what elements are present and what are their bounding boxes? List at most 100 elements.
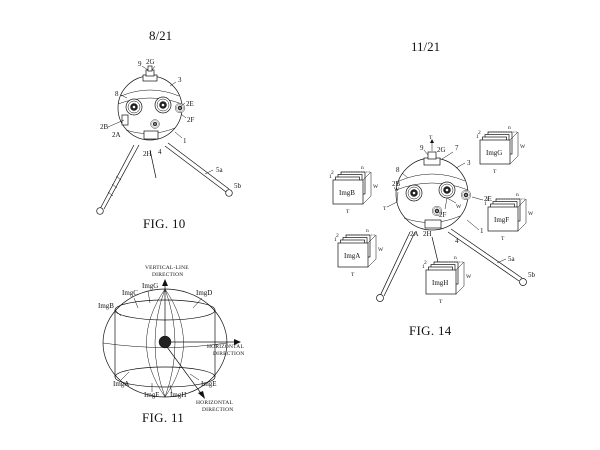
- svg-text:1: 1: [334, 237, 337, 243]
- fig14-label-2E: 2E: [484, 195, 492, 203]
- lens-icon: [438, 181, 456, 199]
- lens-icon: [150, 119, 160, 129]
- svg-text:2: 2: [336, 233, 339, 239]
- fig10-label-8: 8: [115, 90, 119, 98]
- fig14-label-5a: 5a: [508, 255, 516, 263]
- axis-W-left: W: [394, 187, 400, 193]
- svg-text:ImgH: ImgH: [432, 279, 448, 287]
- fig11-img-F: ImgF: [144, 391, 159, 399]
- svg-text:1: 1: [422, 264, 425, 270]
- fig10-label-5a: 5a: [216, 166, 224, 174]
- fig10-label-9: 9: [138, 60, 142, 68]
- sphere-center: [158, 335, 172, 349]
- svg-text:ImgB: ImgB: [339, 189, 355, 197]
- fig11-img-B: ImgB: [98, 302, 114, 310]
- image-stack-G: ImgG n 2 1 W T: [476, 125, 526, 175]
- fig14-camera-drawing: T T W W 9 2G 7 3 8 2B 2E 2F 2A 2H 1 4 5a…: [329, 125, 536, 305]
- fig11-img-H: ImgH: [170, 391, 186, 399]
- svg-text:2: 2: [478, 130, 481, 136]
- fig14-label-2B: 2B: [392, 180, 401, 188]
- fig10-label-2B: 2B: [100, 123, 109, 131]
- svg-text:2: 2: [331, 170, 334, 176]
- leg-foot-right: [225, 189, 233, 197]
- svg-text:W: W: [528, 211, 534, 217]
- svg-text:T: T: [439, 299, 443, 305]
- horizontal-direction-label-2: DIRECTION: [213, 351, 244, 357]
- svg-text:W: W: [466, 274, 472, 280]
- horizontal-direction-b-label-2: DIRECTION: [202, 407, 233, 413]
- fig14-caption: FIG. 14: [409, 323, 452, 338]
- fig11-img-A: ImgA: [113, 380, 129, 388]
- svg-text:T: T: [351, 272, 355, 278]
- depth-axis-arrow: [166, 346, 204, 397]
- fig11-sphere-diagram: VERTICAL-LINE DIRECTION HORIZONTAL DIREC…: [98, 265, 244, 413]
- svg-text:W: W: [520, 144, 526, 150]
- axis-T-left: T: [383, 206, 387, 212]
- fig14-label-3: 3: [467, 159, 471, 167]
- svg-text:ImgG: ImgG: [486, 149, 502, 157]
- leg-foot-left: [96, 207, 104, 215]
- svg-text:2: 2: [424, 260, 427, 266]
- svg-text:1: 1: [484, 201, 487, 207]
- horizontal-direction-label-1: HORIZONTAL: [207, 344, 244, 350]
- fig14-label-2G: 2G: [437, 146, 446, 154]
- fig14-label-1: 1: [480, 227, 484, 235]
- lens-icon: [405, 184, 423, 202]
- fig10-label-2A: 2A: [112, 131, 121, 139]
- image-stack-B: ImgB n 2 1 W T: [329, 165, 379, 215]
- svg-text:n: n: [454, 255, 457, 261]
- fig11-img-E: ImgE: [201, 380, 217, 388]
- fig10-label-2G: 2G: [146, 58, 155, 66]
- axis-W-front: W: [456, 204, 462, 210]
- fig11-img-G: ImgG: [142, 282, 158, 290]
- fig10-label-2E: 2E: [186, 100, 194, 108]
- fig14-label-4: 4: [455, 237, 459, 245]
- leg-foot-right: [519, 278, 527, 286]
- fig10-label-3: 3: [178, 76, 182, 84]
- page-number-left: 8/21: [149, 28, 173, 43]
- svg-text:1: 1: [329, 174, 332, 180]
- svg-text:n: n: [361, 165, 364, 171]
- lens-icon: [154, 96, 172, 114]
- page-number-right: 11/21: [411, 39, 441, 54]
- svg-text:T: T: [493, 169, 497, 175]
- image-stack-H: ImgH n 2 1 W T: [422, 255, 472, 305]
- image-stack-F: ImgF n 2 1 W T: [484, 192, 534, 242]
- axis-T-top: T: [429, 135, 433, 141]
- svg-text:ImgA: ImgA: [344, 252, 360, 260]
- svg-text:T: T: [501, 236, 505, 242]
- svg-text:1: 1: [476, 134, 479, 140]
- fig11-img-C: ImgC: [122, 289, 138, 297]
- fig10-label-1: 1: [183, 137, 187, 145]
- svg-text:n: n: [516, 192, 519, 198]
- svg-text:W: W: [373, 184, 379, 190]
- fig14-label-7: 7: [455, 144, 459, 152]
- lens-icon: [174, 102, 186, 114]
- fig10-label-2F: 2F: [187, 116, 195, 124]
- leg-foot-left: [376, 294, 384, 302]
- fig11-img-D: ImgD: [196, 289, 212, 297]
- fig10-label-5b: 5b: [234, 182, 242, 190]
- fig14-label-2H: 2H: [423, 230, 432, 238]
- svg-text:n: n: [508, 125, 511, 131]
- fig14-label-2A: 2A: [410, 230, 419, 238]
- vertical-direction-label-2: DIRECTION: [152, 272, 183, 278]
- lens-icon: [125, 98, 143, 116]
- fig10-label-4: 4: [158, 148, 162, 156]
- svg-text:2: 2: [486, 197, 489, 203]
- svg-text:n: n: [366, 228, 369, 234]
- lens-icon: [460, 189, 472, 201]
- horizontal-direction-b-label-1: HORIZONTAL: [196, 400, 233, 406]
- fig10-camera-drawing: 9 2G 3 8 2E 2F 2B 2A 1 2H 4 5a 5b: [96, 58, 242, 215]
- fig14-label-5b: 5b: [528, 271, 536, 279]
- svg-text:ImgF: ImgF: [494, 216, 509, 224]
- fig14-label-2F: 2F: [439, 211, 447, 219]
- fig10-label-2H: 2H: [143, 150, 152, 158]
- fig11-caption: FIG. 11: [142, 410, 185, 425]
- fig14-label-8: 8: [396, 166, 400, 174]
- image-stack-A: ImgA n 2 1 W T: [334, 228, 384, 278]
- svg-text:W: W: [378, 247, 384, 253]
- fig10-caption: FIG. 10: [143, 216, 186, 231]
- fig14-label-9: 9: [420, 144, 424, 152]
